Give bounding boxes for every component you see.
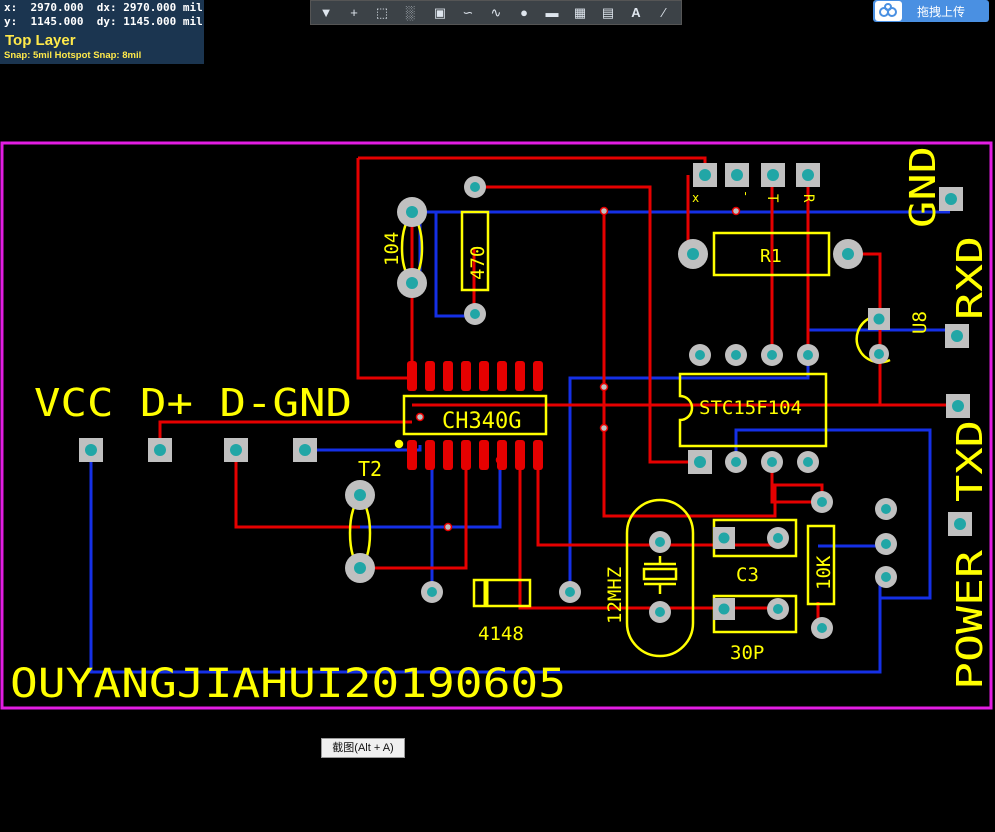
- dminus-label: D-: [220, 381, 273, 425]
- wave-icon[interactable]: ∿: [490, 5, 502, 20]
- pin-x-label: x: [692, 191, 699, 205]
- power-label: POWER: [950, 550, 991, 690]
- dplus-label: D+: [140, 381, 193, 425]
- u8-label: U8: [909, 311, 931, 334]
- c30p-label: 30P: [730, 642, 764, 664]
- layers-icon[interactable]: ▬: [545, 5, 559, 20]
- dx-label: dx:: [96, 1, 117, 14]
- coordinate-panel: x: 2970.000 dx: 2970.000 mil y: 1145.000…: [0, 0, 204, 64]
- upload-label: 拖拽上传: [917, 5, 966, 19]
- r1-outline: [712, 231, 831, 277]
- coord-y-row: y: 1145.000 dy: 1145.000 mil: [4, 16, 203, 28]
- pin-dash-label: -: [739, 190, 753, 197]
- crosshair-icon[interactable]: +: [350, 5, 358, 20]
- gnd-right-label: GND: [903, 146, 944, 228]
- rxd-label: RXD: [950, 236, 991, 320]
- y-label: y:: [4, 15, 18, 28]
- toolbar: ▼ + ⬚ ░ ▣ ∽ ∿ ● ▬ ▦ ▤ A ∕: [310, 0, 682, 25]
- ch340-outline: [402, 394, 548, 436]
- filter-icon[interactable]: ▼: [319, 5, 333, 20]
- select-rect-icon[interactable]: ⬚: [375, 5, 389, 20]
- c3-label: C3: [736, 564, 759, 586]
- d4148-label: 4148: [478, 623, 524, 645]
- pin-r-label: R: [800, 194, 816, 203]
- coord-x-row: x: 2970.000 dx: 2970.000 mil: [4, 2, 203, 14]
- r470-outline: [460, 210, 490, 292]
- crystal-label: 12MHZ: [604, 567, 626, 624]
- pads: [79, 163, 972, 639]
- snap-info: Snap: 5mil Hotspot Snap: 8mil: [4, 50, 142, 61]
- chart-icon[interactable]: ░: [405, 5, 415, 20]
- ch340-pads: [407, 361, 543, 470]
- silkscreen-text: VCC D+ D-GND CH340G STC15F104 R1 C3 30P …: [10, 146, 991, 707]
- board-outline: [0, 141, 993, 710]
- svg-text:VCC D+ D-GND: VCC D+ D-GND: [34, 381, 352, 425]
- pin-t-label: T: [764, 194, 780, 203]
- dy-label: dy:: [96, 15, 117, 28]
- r470-label: 470: [467, 246, 489, 280]
- author-label: OUYANGJIAHUI20190605: [10, 661, 566, 707]
- stc-label: STC15F104: [699, 397, 802, 419]
- upload-button[interactable]: 拖拽上传: [873, 0, 989, 22]
- route-icon[interactable]: ∽: [462, 5, 474, 20]
- t2-label: T2: [358, 457, 382, 481]
- diode-outline: [472, 578, 532, 608]
- x-label: x:: [4, 1, 18, 14]
- r1-label: R1: [760, 246, 782, 267]
- c104-label: 104: [381, 232, 403, 266]
- txd-label: TXD: [950, 420, 991, 502]
- r10k-outline: [806, 524, 836, 606]
- gnd-left-label: GND: [273, 381, 352, 425]
- y-value: 1145.000: [30, 15, 84, 28]
- r10k-label: 10K: [813, 555, 835, 590]
- text-icon[interactable]: A: [631, 5, 641, 20]
- line-icon[interactable]: ∕: [662, 5, 666, 20]
- dx-value: 2970.000 mil: [123, 1, 203, 14]
- dy-value: 1145.000 mil: [123, 15, 203, 28]
- graph-icon[interactable]: ▦: [573, 5, 587, 20]
- stc-outline: [678, 372, 828, 448]
- screenshot-tooltip: 截图(Alt + A): [321, 738, 405, 758]
- image-icon[interactable]: ▤: [601, 5, 615, 20]
- ch340-label: CH340G: [442, 409, 521, 434]
- component-icon[interactable]: ▣: [433, 5, 447, 20]
- vcc-label: VCC: [34, 381, 113, 425]
- cloud-icon: [875, 1, 902, 21]
- pin-icon[interactable]: ●: [520, 5, 528, 20]
- x-value: 2970.000: [30, 1, 84, 14]
- active-layer-label: Top Layer: [5, 32, 76, 49]
- crystal-outline: [625, 498, 695, 658]
